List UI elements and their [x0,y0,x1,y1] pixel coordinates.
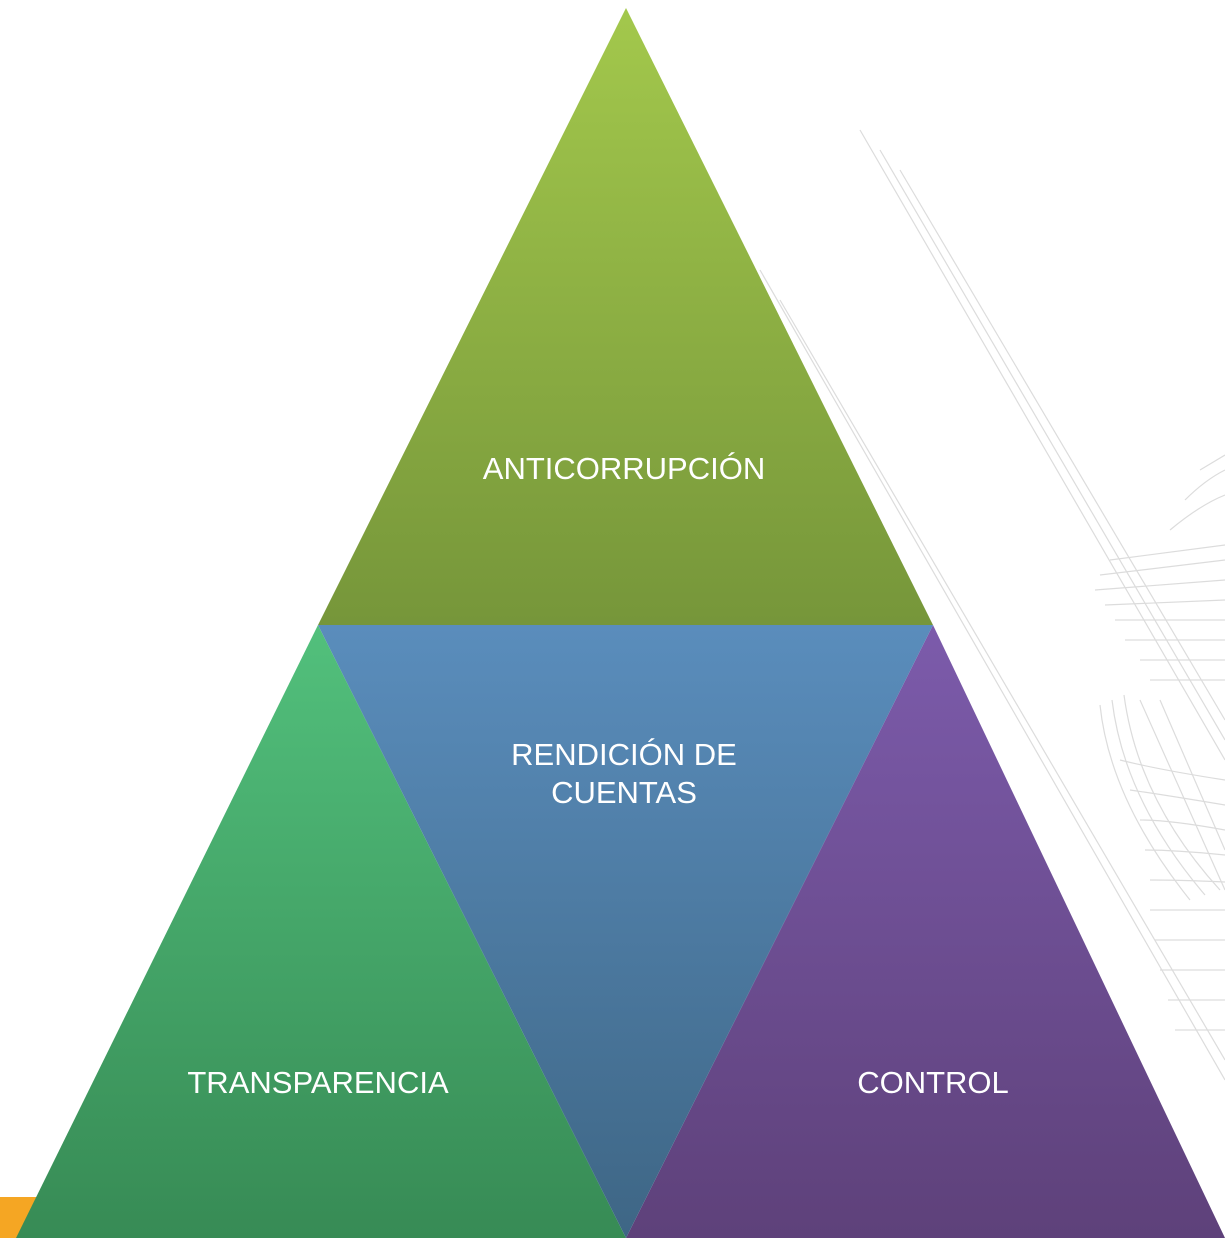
triangle-bottom-right [626,625,1225,1238]
label-rendicion-de-cuentas: RENDICIÓN DE CUENTAS [424,736,824,812]
triangle-center [318,625,933,1238]
triangle-top [318,8,933,625]
label-anticorrupcion: ANTICORRUPCIÓN [482,451,766,486]
background-line-art [759,129,1225,1081]
label-control: CONTROL [857,1065,1009,1100]
triangle-bottom-left [16,625,626,1238]
label-line-1: RENDICIÓN DE [511,737,737,772]
label-transparencia: TRANSPARENCIA [187,1065,449,1100]
label-line-2: CUENTAS [551,775,697,810]
